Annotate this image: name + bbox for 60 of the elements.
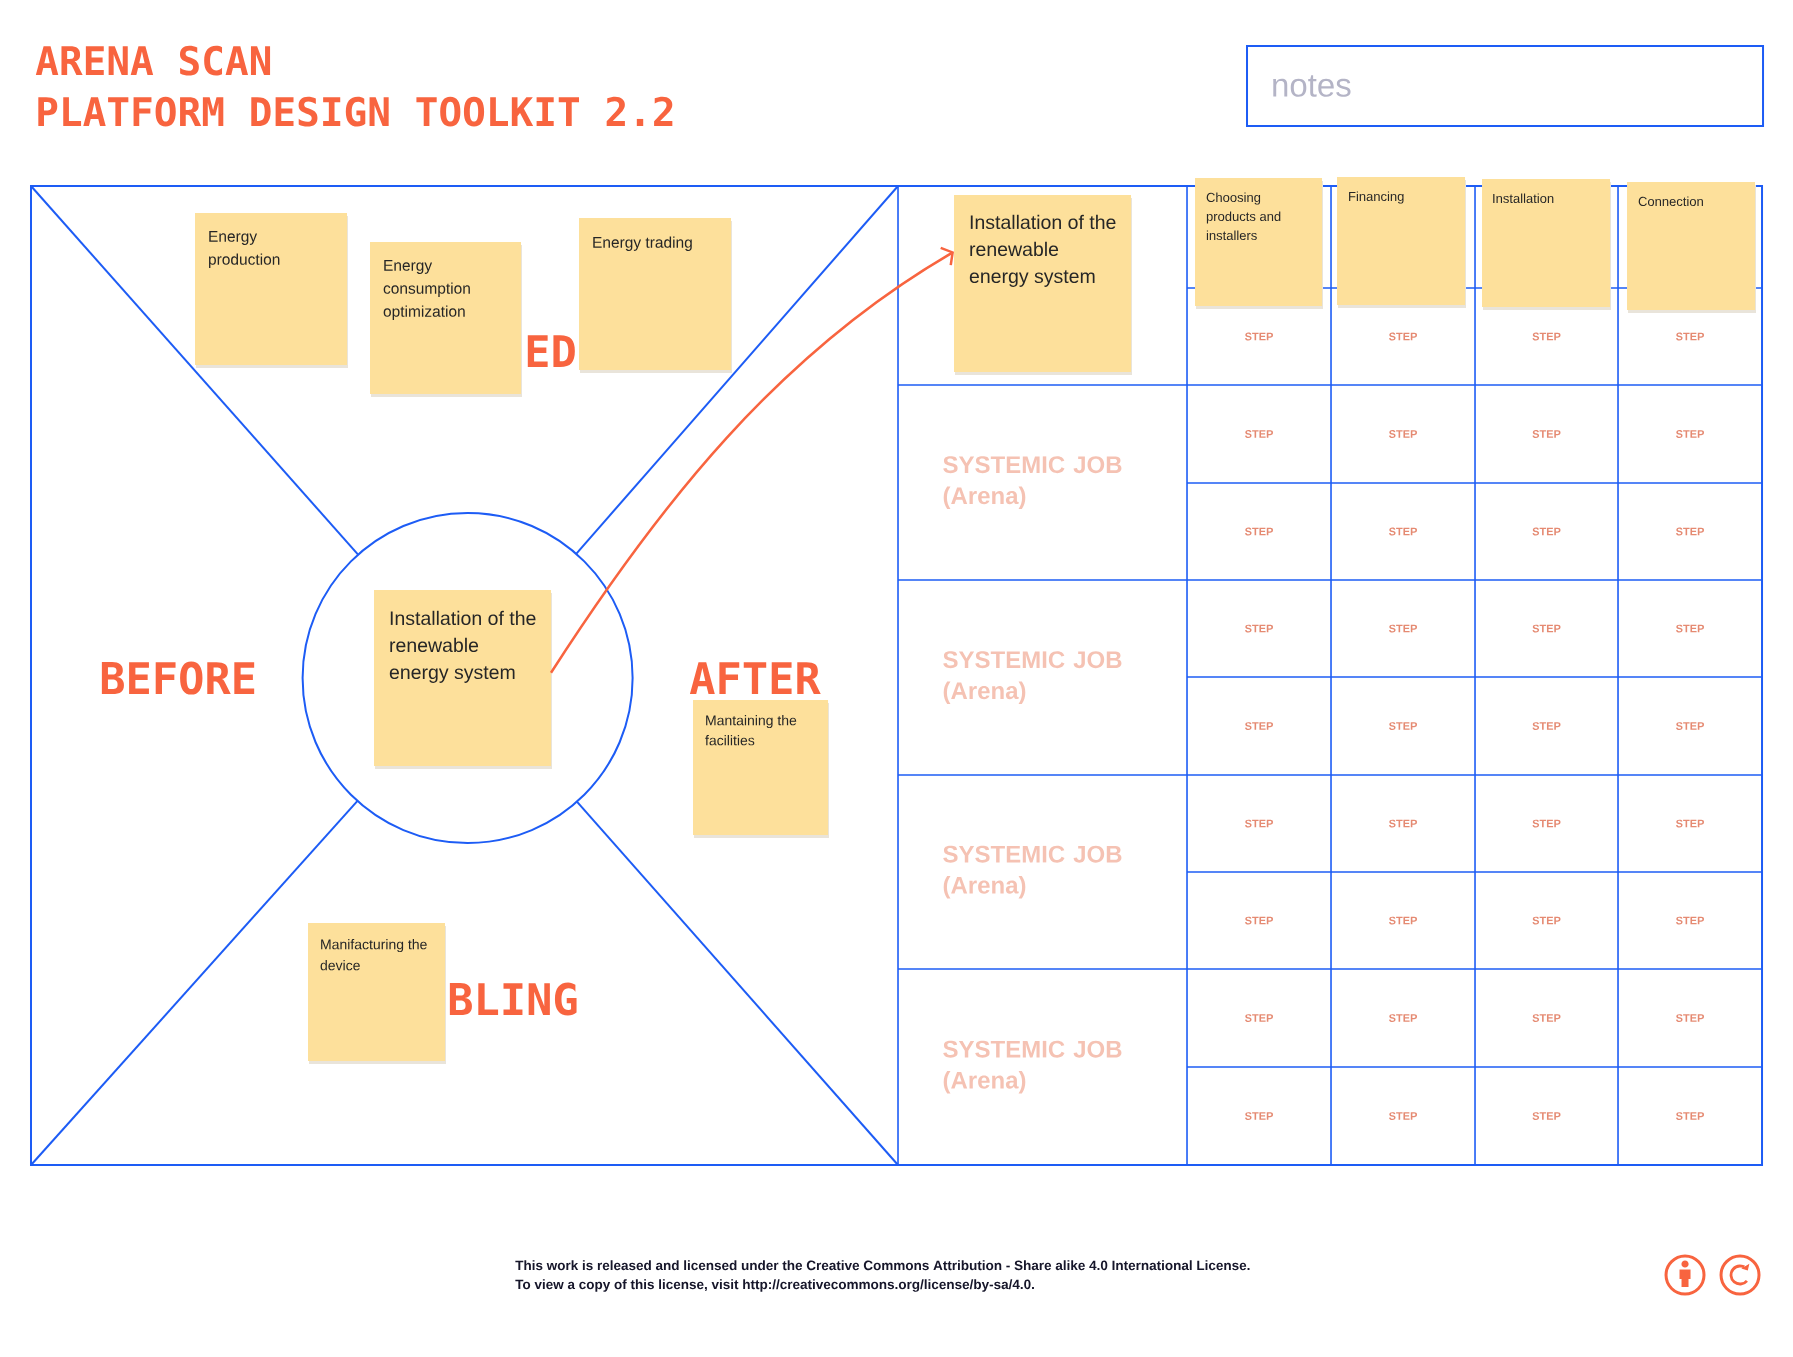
step-label: STEP <box>1532 624 1561 633</box>
step-label: STEP <box>1675 430 1704 438</box>
sticky-note: Financing <box>1337 177 1466 308</box>
step-label: STEP <box>1244 819 1273 828</box>
step-label: STEP <box>1244 916 1273 925</box>
sticky-note: Installation of the renewable energy system <box>954 195 1132 375</box>
step-label: STEP <box>1532 722 1561 730</box>
sticky-note: Choosing products and installers <box>1195 178 1323 309</box>
step-label: STEP <box>1388 332 1417 341</box>
step-label: STEP <box>1532 819 1561 828</box>
notes-field: notes <box>1246 45 1764 127</box>
sticky-note: Connection <box>1627 182 1756 313</box>
step-label: STEP <box>1675 332 1704 341</box>
sticky-note: Manifacturing the device <box>308 923 446 1064</box>
step-label: STEP <box>1244 624 1273 633</box>
step-label: STEP <box>1244 722 1273 730</box>
sticky-note: Energy production <box>195 213 348 368</box>
step-label: STEP <box>1388 1014 1417 1022</box>
step-label: STEP <box>1244 1014 1273 1022</box>
step-label: STEP <box>1532 430 1561 438</box>
step-label: STEP <box>1675 722 1704 730</box>
step-label: STEP <box>1675 916 1704 925</box>
step-label: STEP <box>1532 1014 1561 1022</box>
circle <box>301 512 634 844</box>
arrow <box>549 246 954 674</box>
step-label: STEP <box>1244 527 1273 536</box>
section-label: BEFORE <box>101 661 255 695</box>
row-label: SYSTEMIC JOB (Arena) <box>943 651 1122 704</box>
sticky-note: Installation <box>1482 179 1611 310</box>
step-label: STEP <box>1244 1112 1273 1120</box>
step-label: STEP <box>1388 722 1417 730</box>
step-label: STEP <box>1388 819 1417 828</box>
subtitle: PLATFORM DESIGN TOOLKIT 2.2 <box>38 96 673 127</box>
step-label: STEP <box>1532 332 1561 341</box>
sticky-note: Energy consumption optimization <box>370 242 522 397</box>
license-text: This work is released and licensed under the Creative Commons Attribution - Share alike 4.0 International License. <box>515 1260 1250 1271</box>
step-label: STEP <box>1388 527 1417 536</box>
step-label: STEP <box>1675 819 1704 828</box>
step-label: STEP <box>1675 624 1704 633</box>
sticky-note: Mantaining the facilities <box>693 700 829 838</box>
step-label: STEP <box>1388 430 1417 438</box>
step-label: STEP <box>1388 1112 1417 1120</box>
step-label: STEP <box>1675 1112 1704 1120</box>
row-label: SYSTEMIC JOB (Arena) <box>943 456 1122 509</box>
license-text: To view a copy of this license, visit http://creativecommons.org/license/by-sa/4.0. <box>515 1279 1034 1292</box>
sticky-note: Installation of the renewable energy system <box>374 590 552 769</box>
step-label: STEP <box>1388 624 1417 633</box>
title: ARENA SCAN <box>35 45 271 76</box>
sticky-note: Energy trading <box>579 218 732 373</box>
step-label: STEP <box>1532 1112 1561 1120</box>
step-label: STEP <box>1675 1014 1704 1022</box>
step-label: STEP <box>1532 527 1561 536</box>
row-label: SYSTEMIC JOB (Arena) <box>943 845 1122 899</box>
step-label: STEP <box>1388 916 1417 925</box>
row-label: SYSTEMIC JOB (Arena) <box>943 1040 1122 1094</box>
step-label: STEP <box>1675 527 1704 536</box>
step-label: STEP <box>1244 430 1273 438</box>
step-label: STEP <box>1244 332 1273 341</box>
step-label: STEP <box>1532 916 1561 925</box>
section-label: ED <box>527 335 575 367</box>
